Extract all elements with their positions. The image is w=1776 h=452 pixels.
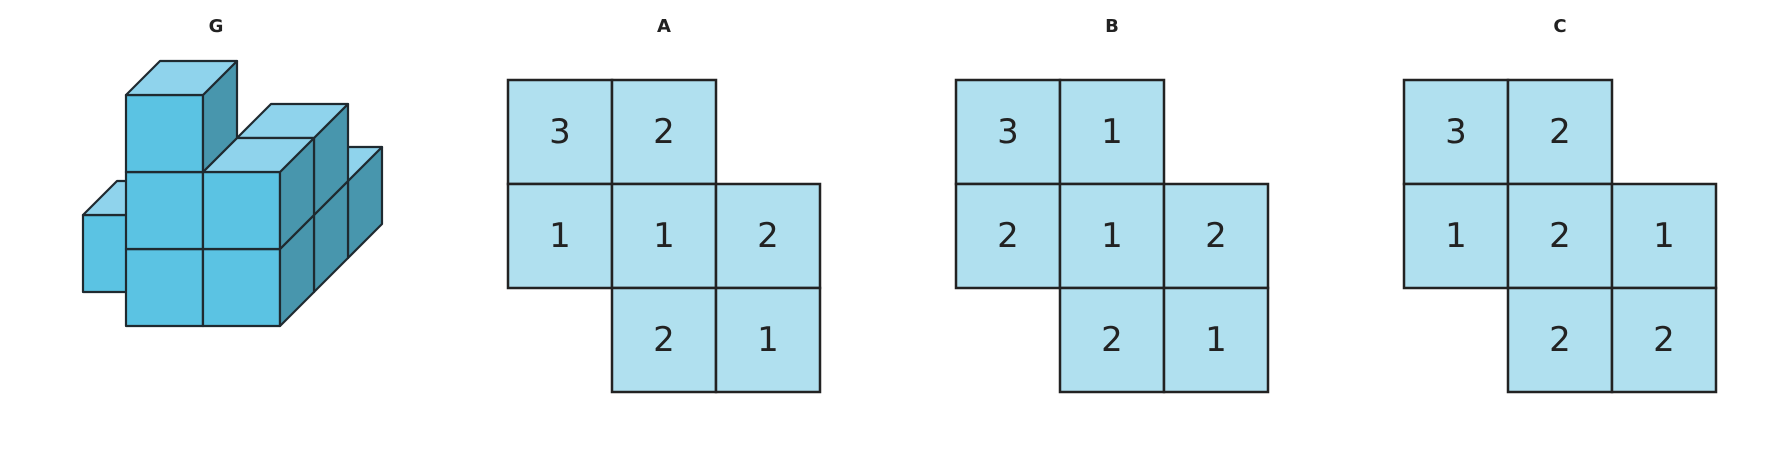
grid-cell — [1058, 78, 1166, 186]
cube-front-face — [124, 247, 205, 328]
cube-front-face — [124, 93, 205, 174]
cell-count: 1 — [1653, 216, 1675, 256]
figure-label: G — [209, 16, 224, 37]
cube-front-face — [201, 170, 282, 251]
cell-count: 1 — [1101, 112, 1123, 152]
option-c-label: C — [1553, 16, 1566, 37]
cell-count: 2 — [757, 216, 779, 256]
isometric-cube-figure — [81, 59, 384, 328]
cell-count: 2 — [1549, 320, 1571, 360]
cell-count: 1 — [549, 216, 571, 256]
cell-count: 2 — [1205, 216, 1227, 256]
cell-count: 1 — [757, 320, 779, 360]
grid-cell — [1506, 286, 1614, 394]
option-c-grid: 3 2 1 2 1 2 2 — [1402, 78, 1718, 394]
cell-count: 2 — [1653, 320, 1675, 360]
grid-cell — [1058, 182, 1166, 290]
cell-count: 3 — [549, 112, 571, 152]
grid-cell — [1162, 182, 1270, 290]
option-a-grid: 3 2 1 1 2 2 1 — [506, 78, 822, 394]
cell-count: 1 — [1101, 216, 1123, 256]
grid-cell — [1162, 286, 1270, 394]
cell-count: 1 — [653, 216, 675, 256]
cell-count: 1 — [1205, 320, 1227, 360]
cube-front-face — [201, 247, 282, 328]
grid-cell — [1610, 286, 1718, 394]
grid-cell — [610, 182, 718, 290]
option-a-label: A — [657, 16, 671, 37]
grid-cell — [954, 182, 1062, 290]
cell-count: 3 — [997, 112, 1019, 152]
cell-count: 2 — [653, 112, 675, 152]
cell-count: 1 — [1445, 216, 1467, 256]
grid-cell — [610, 286, 718, 394]
grid-cell — [506, 182, 614, 290]
grid-cell — [714, 286, 822, 394]
grid-cell — [1610, 182, 1718, 290]
cube — [201, 136, 316, 251]
option-b-grid: 3 1 2 1 2 2 1 — [954, 78, 1270, 394]
cell-count: 2 — [1549, 216, 1571, 256]
cube-front-face — [124, 170, 205, 251]
cell-count: 3 — [1445, 112, 1467, 152]
cube — [124, 59, 239, 174]
grid-cell — [610, 78, 718, 186]
cube-top-face — [124, 59, 239, 97]
cell-count: 2 — [653, 320, 675, 360]
cell-count: 2 — [997, 216, 1019, 256]
option-b-label: B — [1105, 16, 1119, 37]
cell-count: 2 — [1549, 112, 1571, 152]
cell-count: 2 — [1101, 320, 1123, 360]
grid-cell — [714, 182, 822, 290]
